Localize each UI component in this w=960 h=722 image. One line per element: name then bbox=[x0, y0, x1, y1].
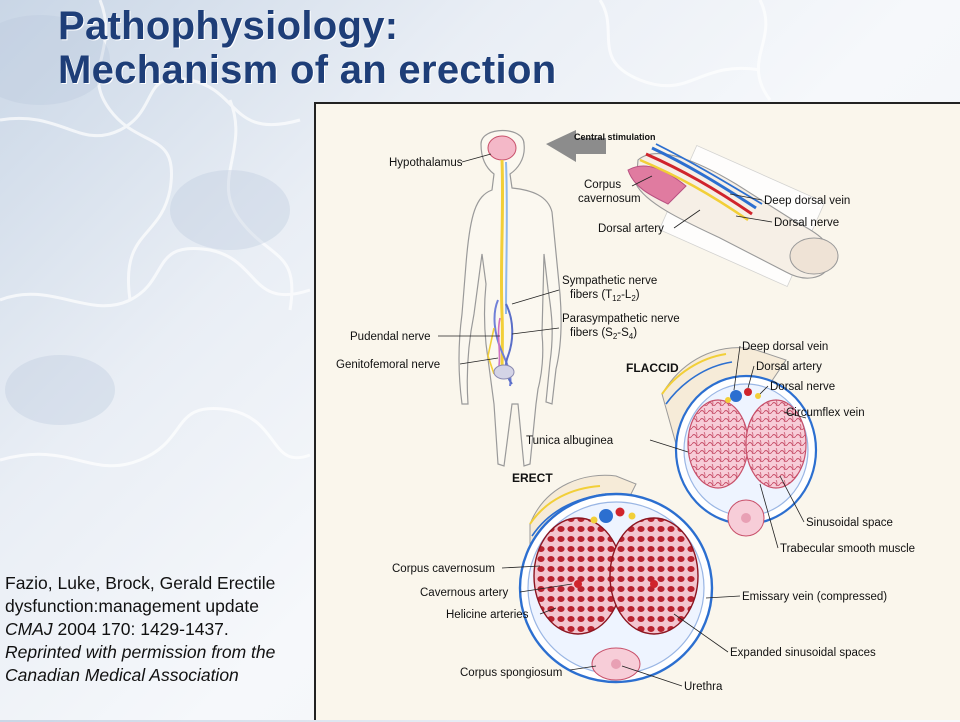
citation-line-1: Fazio, Luke, Brock, Gerald Erectile bbox=[5, 573, 276, 593]
label-dorsal-artery: Dorsal artery bbox=[598, 223, 664, 235]
spinal-nerve bbox=[499, 159, 505, 375]
body-outline bbox=[458, 130, 562, 467]
label-sympathetic-line1: Sympathetic nerve bbox=[562, 275, 657, 287]
title-line-1: Pathophysiology: bbox=[58, 4, 399, 48]
erect-label-cavernous-artery: Cavernous artery bbox=[420, 587, 508, 599]
erect-label-corpus-spongiosum: Corpus spongiosum bbox=[460, 667, 562, 679]
erect-cross-section bbox=[518, 474, 714, 684]
label-hypothalamus: Hypothalamus bbox=[389, 157, 463, 169]
erect-label-urethra: Urethra bbox=[684, 681, 723, 693]
central-stimulation-arrow: Central stimulation bbox=[546, 130, 656, 162]
flaccid-cross-section bbox=[661, 347, 818, 537]
flaccid-heading: FLACCID bbox=[626, 361, 679, 375]
citation-line-3: CMAJ 2004 170: 1429-1437. bbox=[5, 618, 310, 641]
flaccid-label-dorsal-nerve: Dorsal nerve bbox=[770, 381, 835, 393]
slide-title: Pathophysiology: Mechanism of an erectio… bbox=[58, 4, 556, 92]
erect-label-expanded-sinusoidal-spaces: Expanded sinusoidal spaces bbox=[730, 647, 876, 659]
citation: Fazio, Luke, Brock, Gerald Erectile dysf… bbox=[5, 572, 310, 687]
label-corpus-cavernosum-line2: cavernosum bbox=[578, 193, 641, 205]
flaccid-label-tunica-albuginea: Tunica albuginea bbox=[526, 435, 614, 447]
citation-line-5: Canadian Medical Association bbox=[5, 665, 239, 685]
flaccid-label-sinusoidal-space: Sinusoidal space bbox=[806, 517, 893, 529]
citation-journal: CMAJ bbox=[5, 619, 53, 639]
label-pudendal-nerve: Pudendal nerve bbox=[350, 331, 431, 343]
label-deep-dorsal-vein: Deep dorsal vein bbox=[764, 195, 850, 207]
flaccid-label-dorsal-artery: Dorsal artery bbox=[756, 361, 822, 373]
flaccid-label-deep-dorsal-vein: Deep dorsal vein bbox=[742, 341, 828, 353]
label-central-stimulation: Central stimulation bbox=[574, 132, 656, 142]
erect-heading: ERECT bbox=[512, 471, 553, 485]
citation-line-2: dysfunction:management update bbox=[5, 596, 259, 616]
label-corpus-cavernosum-line1: Corpus bbox=[584, 179, 621, 191]
penis-side-view bbox=[627, 143, 839, 288]
label-parasympathetic-line2: fibers (S2-S4) bbox=[570, 327, 637, 341]
label-sympathetic-line2: fibers (T12-L2) bbox=[570, 289, 640, 303]
flaccid-label-trabecular-smooth-muscle: Trabecular smooth muscle bbox=[780, 543, 915, 555]
brain bbox=[487, 135, 517, 161]
flaccid-label-circumflex-vein: Circumflex vein bbox=[786, 407, 865, 419]
label-dorsal-nerve: Dorsal nerve bbox=[774, 217, 839, 229]
citation-volume: 2004 170: 1429-1437. bbox=[52, 619, 229, 639]
anatomy-figure: Hypothalamus Central stimulation Sympath… bbox=[314, 102, 960, 720]
anatomy-illustration: Hypothalamus Central stimulation Sympath… bbox=[336, 130, 915, 693]
label-parasympathetic-line1: Parasympathetic nerve bbox=[562, 313, 680, 325]
erect-label-corpus-cavernosum: Corpus cavernosum bbox=[392, 563, 495, 575]
title-line-2: Mechanism of an erection bbox=[58, 48, 557, 92]
label-genitofemoral-nerve: Genitofemoral nerve bbox=[336, 359, 440, 371]
citation-line-4: Reprinted with permission from the bbox=[5, 642, 276, 662]
erect-label-emissary-vein: Emissary vein (compressed) bbox=[742, 591, 887, 603]
erect-label-helicine-arteries: Helicine arteries bbox=[446, 609, 529, 621]
